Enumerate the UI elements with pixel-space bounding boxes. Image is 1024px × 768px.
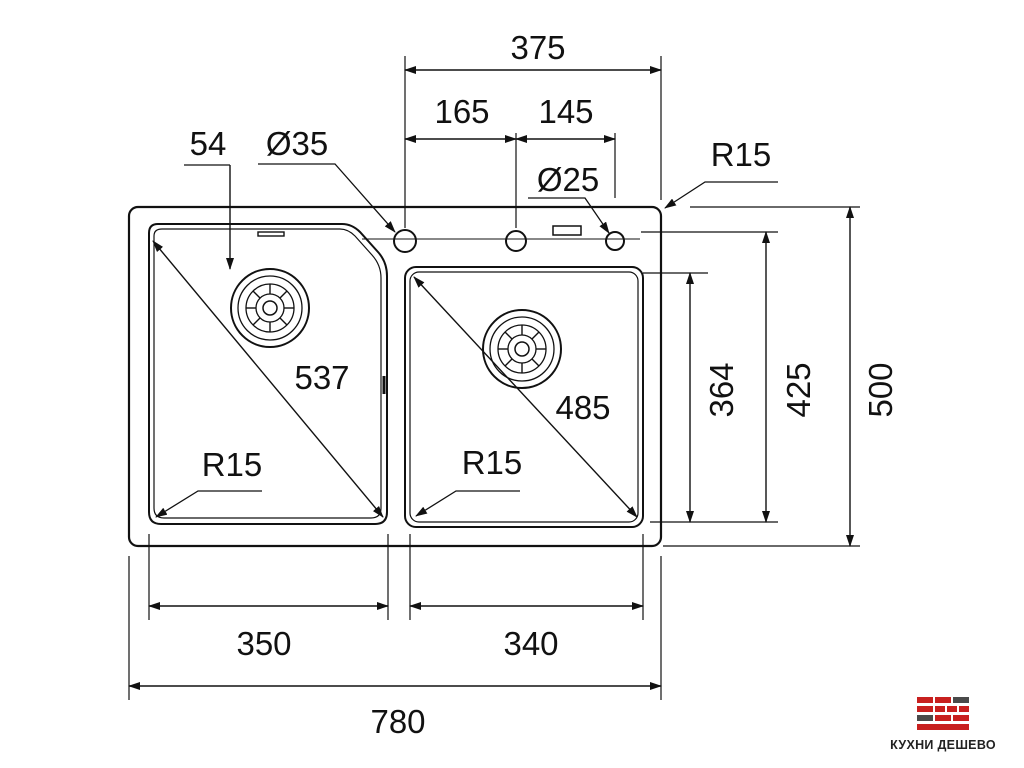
tap-hole-middle xyxy=(505,230,527,252)
dim-537-label: 537 xyxy=(294,359,349,396)
dimension-lines xyxy=(128,66,854,690)
logo-mark xyxy=(917,697,969,730)
leader-diam35 xyxy=(258,163,396,233)
dim-425-label: 425 xyxy=(780,362,817,417)
left-bowl xyxy=(148,223,388,525)
dim-r15-left-label: R15 xyxy=(202,446,263,483)
logo: КУХНИ ДЕШЕВО xyxy=(890,697,996,752)
extension-lines xyxy=(128,56,860,700)
sink-outline xyxy=(127,205,663,548)
leader-r15-outer xyxy=(664,181,778,209)
dim-145-label: 145 xyxy=(538,93,593,130)
dim-485-label: 485 xyxy=(555,389,610,426)
dim-485-line xyxy=(413,276,638,518)
dim-diam25-label: Ø25 xyxy=(537,161,599,198)
leader-r15-right xyxy=(415,490,520,517)
dim-54-label: 54 xyxy=(190,125,227,162)
tap-holes xyxy=(362,229,640,253)
dim-340-label: 340 xyxy=(503,625,558,662)
dim-350-label: 350 xyxy=(236,625,291,662)
dim-375-label: 375 xyxy=(510,29,565,66)
dim-diam35-label: Ø35 xyxy=(266,125,328,162)
leader-r15-left xyxy=(155,490,262,518)
dim-r15-outer-label: R15 xyxy=(711,136,772,173)
dim-780-label: 780 xyxy=(370,703,425,740)
right-bowl xyxy=(404,266,644,528)
logo-text: КУХНИ ДЕШЕВО xyxy=(890,738,996,752)
tap-hole-small xyxy=(605,231,625,251)
dim-364-label: 364 xyxy=(703,362,740,417)
sink-outer-edge xyxy=(127,205,663,548)
dim-537-line xyxy=(152,240,384,518)
overflow-slot xyxy=(257,231,285,237)
dim-500-label: 500 xyxy=(862,362,899,417)
right-bowl-inner-edge xyxy=(409,271,639,523)
tap-hole-large xyxy=(393,229,417,253)
leader-lines xyxy=(155,163,778,518)
overflow-rect xyxy=(552,225,582,236)
leader-diam25 xyxy=(528,197,610,234)
drain-left xyxy=(230,268,310,348)
drain-right xyxy=(482,309,562,389)
dim-165-label: 165 xyxy=(434,93,489,130)
dimension-labels: 375 165 145 54 Ø35 Ø25 R15 537 485 R15 R… xyxy=(190,29,899,740)
dim-r15-right-label: R15 xyxy=(462,444,523,481)
